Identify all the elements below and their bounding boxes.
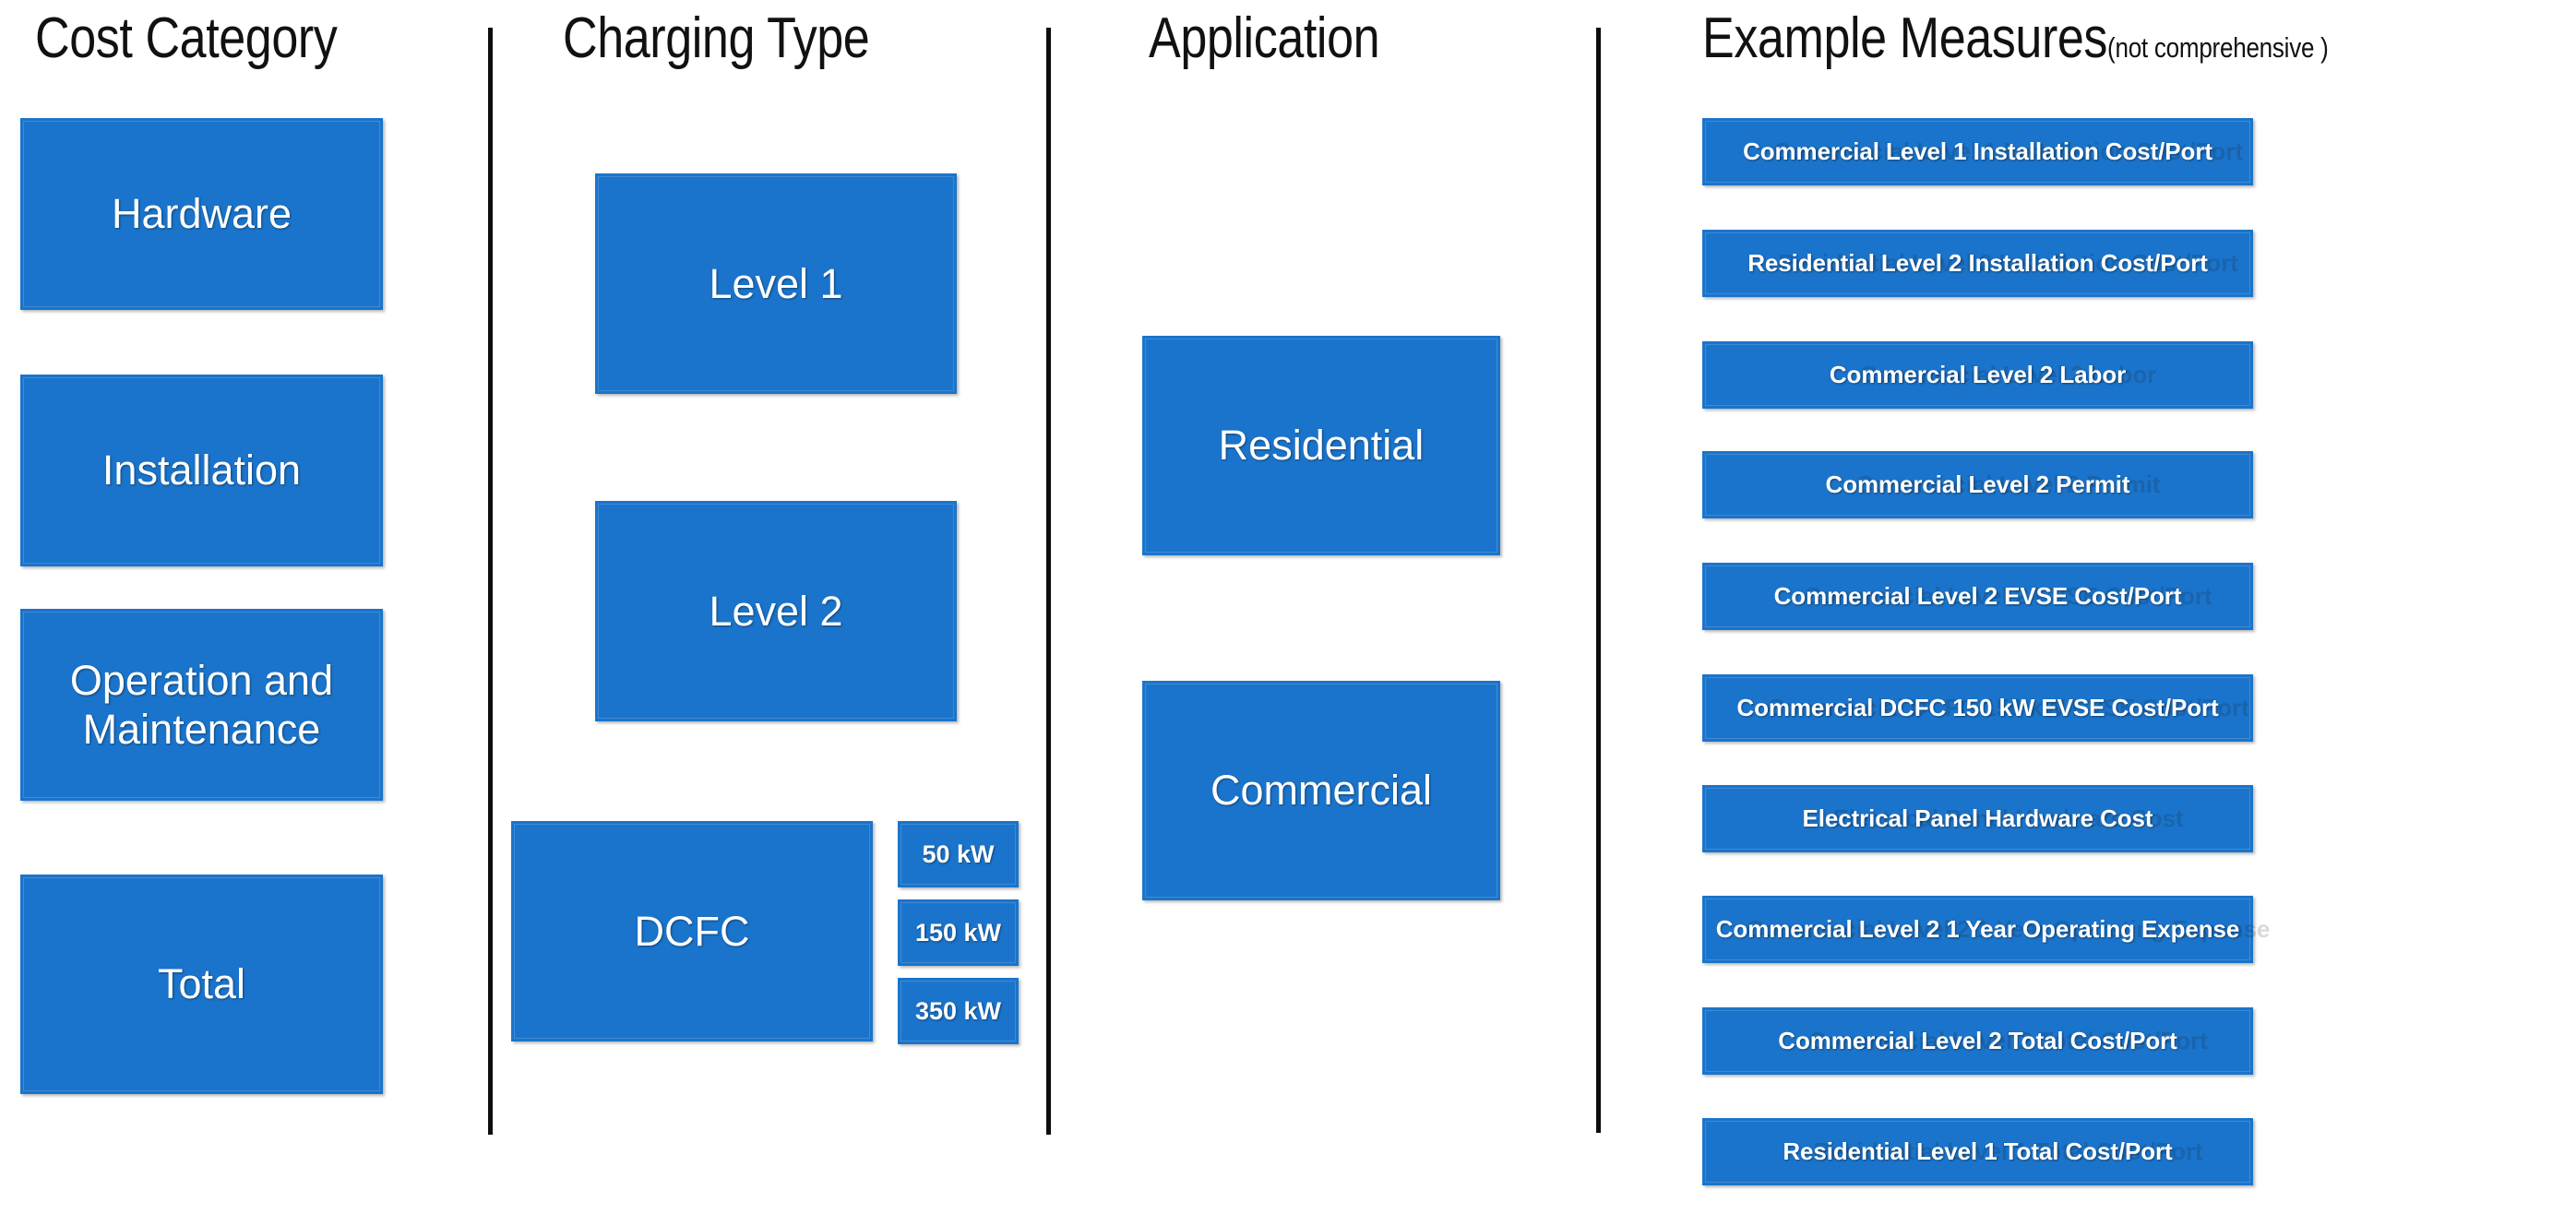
example-measure-box[interactable]: Commercial Level 2 Total Cost/Port Comme… xyxy=(1702,1007,2253,1075)
example-measure-label: Commercial Level 2 Permit xyxy=(1825,470,2130,498)
divider-charging-type-application xyxy=(1046,28,1051,1135)
dcfc-power-chip-50kw[interactable]: 50 kW xyxy=(898,821,1019,887)
dcfc-power-chip-150kw[interactable]: 150 kW xyxy=(898,899,1019,966)
dcfc-power-label: 150 kW xyxy=(914,918,1002,946)
example-measure-label: Commercial Level 2 Total Cost/Port xyxy=(1778,1026,2177,1054)
example-measure-box[interactable]: Commercial DCFC 150 kW EVSE Cost/Port Co… xyxy=(1702,674,2253,742)
example-measure-box[interactable]: Commercial Level 2 1 Year Operating Expe… xyxy=(1702,896,2270,963)
example-measure-box[interactable]: Residential Level 2 Installation Cost/Po… xyxy=(1702,230,2253,297)
example-measure-box[interactable]: Commercial Level 1 Installation Cost/Por… xyxy=(1702,118,2253,185)
cost-category-box-total[interactable]: Total xyxy=(20,875,383,1094)
cost-category-box-hardware[interactable]: Hardware xyxy=(20,118,383,310)
dcfc-power-label: 50 kW xyxy=(922,839,995,868)
example-measure-label: Electrical Panel Hardware Cost xyxy=(1802,803,2153,832)
example-measure-label: Commercial DCFC 150 kW EVSE Cost/Port xyxy=(1736,693,2219,721)
example-measure-label: Commercial Level 1 Installation Cost/Por… xyxy=(1743,137,2212,165)
charging-type-box-level-1[interactable]: Level 1 xyxy=(595,173,957,394)
cost-category-box-installation[interactable]: Installation xyxy=(20,375,383,566)
charging-type-box-dcfc[interactable]: DCFC xyxy=(511,821,873,1042)
example-measure-label: Residential Level 2 Installation Cost/Po… xyxy=(1747,248,2208,277)
divider-application-example-measures xyxy=(1596,28,1601,1133)
charging-type-label: DCFC xyxy=(634,907,750,955)
example-measure-label: Commercial Level 2 1 Year Operating Expe… xyxy=(1715,914,2240,943)
cost-category-label: Total xyxy=(157,960,246,1008)
application-label: Commercial xyxy=(1210,767,1433,815)
example-measure-label: Residential Level 1 Total Cost/Port xyxy=(1783,1137,2173,1165)
cost-category-label: Operation and Maintenance xyxy=(69,656,334,753)
application-box-residential[interactable]: Residential xyxy=(1142,336,1500,555)
example-measure-label: Commercial Level 2 Labor xyxy=(1829,360,2127,388)
application-box-commercial[interactable]: Commercial xyxy=(1142,681,1500,900)
example-measure-box[interactable]: Commercial Level 2 Permit Commercial Lev… xyxy=(1702,451,2253,518)
column-header-example-measures-text: Example Measures xyxy=(1702,6,2108,70)
column-header-application: Application xyxy=(1149,6,1380,70)
charging-type-label: Level 2 xyxy=(709,587,843,635)
charging-type-label: Level 1 xyxy=(709,259,843,307)
example-measure-label: Commercial Level 2 EVSE Cost/Port xyxy=(1773,581,2182,610)
cost-category-label: Hardware xyxy=(111,190,292,238)
charging-type-box-level-2[interactable]: Level 2 xyxy=(595,501,957,721)
example-measure-box[interactable]: Electrical Panel Hardware Cost Electrica… xyxy=(1702,785,2253,852)
cost-category-box-operation-and-maintenance[interactable]: Operation and Maintenance xyxy=(20,609,383,801)
dcfc-power-label: 350 kW xyxy=(914,996,1002,1025)
column-header-cost-category: Cost Category xyxy=(35,6,338,70)
column-header-charging-type: Charging Type xyxy=(563,6,870,70)
dcfc-power-chip-350kw[interactable]: 350 kW xyxy=(898,978,1019,1044)
column-header-example-measures-note: (not comprehensive ) xyxy=(2107,31,2329,64)
example-measure-box[interactable]: Commercial Level 2 Labor Commercial Leve… xyxy=(1702,341,2253,409)
example-measure-box[interactable]: Commercial Level 2 EVSE Cost/Port Commer… xyxy=(1702,563,2253,630)
application-label: Residential xyxy=(1218,422,1425,470)
cost-category-label: Installation xyxy=(101,446,302,494)
divider-cost-category-charging-type xyxy=(488,28,493,1135)
example-measure-box[interactable]: Residential Level 1 Total Cost/Port Resi… xyxy=(1702,1118,2253,1185)
column-header-example-measures: Example Measures(not comprehensive ) xyxy=(1702,6,2329,71)
